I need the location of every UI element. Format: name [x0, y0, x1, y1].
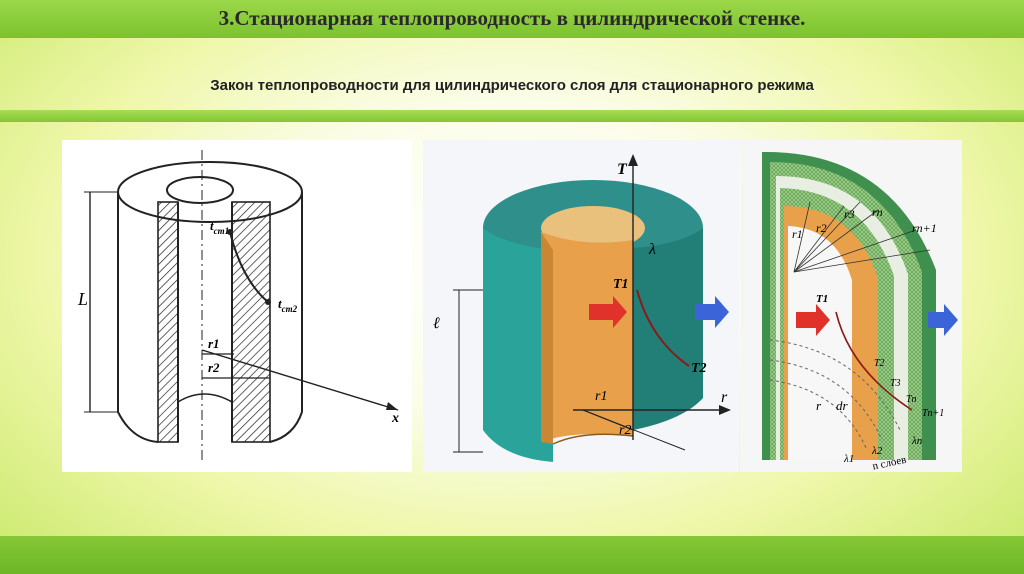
- lambda1-label-3: λ1: [843, 453, 854, 465]
- lambda-label: λ: [648, 241, 656, 258]
- lambdan-label-3: λn: [911, 435, 923, 447]
- Tn1-label-3: Tn+1: [922, 408, 944, 419]
- top-banner: [0, 0, 1024, 38]
- lambda2-label-3: λ2: [871, 445, 883, 457]
- T2-label: T2: [691, 361, 707, 376]
- rn-label-3: rn: [872, 205, 883, 219]
- figure-multilayer-wall: r1 r2 r3 rn rn+1 T1 T2 T3 Tn Tn+1 r dr λ…: [740, 140, 962, 473]
- bottom-banner: [0, 536, 1024, 574]
- r1-label: r1: [208, 336, 220, 351]
- slide-subtitle: Закон теплопроводности для цилиндрическо…: [210, 77, 814, 94]
- subtitle-banner: [0, 110, 1024, 122]
- length-l-label: ℓ: [433, 315, 440, 332]
- heat-in-arrow-2: [796, 304, 830, 336]
- rn1-label-3: rn+1: [912, 221, 937, 235]
- figure-cylinder-drawing: L tст1 tст2 r1 r2 x: [62, 140, 412, 472]
- svg-text:tст2: tст2: [278, 296, 298, 314]
- T1-label-3: T1: [816, 293, 828, 305]
- r2-label-3: r2: [816, 221, 827, 235]
- length-L-label: L: [77, 289, 88, 309]
- heat-in-arrow: [589, 296, 627, 328]
- T2-label-3: T2: [874, 358, 885, 369]
- T3-label-3: T3: [890, 378, 901, 389]
- heat-out-arrow-2: [928, 304, 958, 336]
- r3-label-3: r3: [844, 207, 855, 221]
- svg-text:tст1: tст1: [210, 218, 229, 236]
- t-st2-label: t: [278, 296, 282, 311]
- x-axis-label: x: [391, 411, 399, 426]
- slide-title: 3.Стационарная теплопроводность в цилинд…: [218, 6, 806, 30]
- t-st2-sub: ст2: [282, 304, 298, 314]
- r2-label-2: r2: [619, 423, 631, 438]
- r-label-3: r: [816, 398, 822, 413]
- r1-label-3: r1: [792, 227, 803, 241]
- figure-colored-cylinder: T λ T1 T2 ℓ r1 r2 r: [423, 140, 739, 472]
- r-axis-label: r: [721, 389, 728, 406]
- t-st1-label: t: [210, 218, 214, 233]
- r2-label: r2: [208, 360, 220, 375]
- Tn-label-3: Tn: [906, 394, 917, 405]
- heat-out-arrow: [695, 296, 729, 328]
- r1-label-2: r1: [595, 389, 607, 404]
- T1-label: T1: [613, 277, 629, 292]
- T-axis-label: T: [617, 161, 628, 178]
- t-st1-sub: ст1: [214, 226, 230, 236]
- dr-label-3: dr: [836, 398, 849, 413]
